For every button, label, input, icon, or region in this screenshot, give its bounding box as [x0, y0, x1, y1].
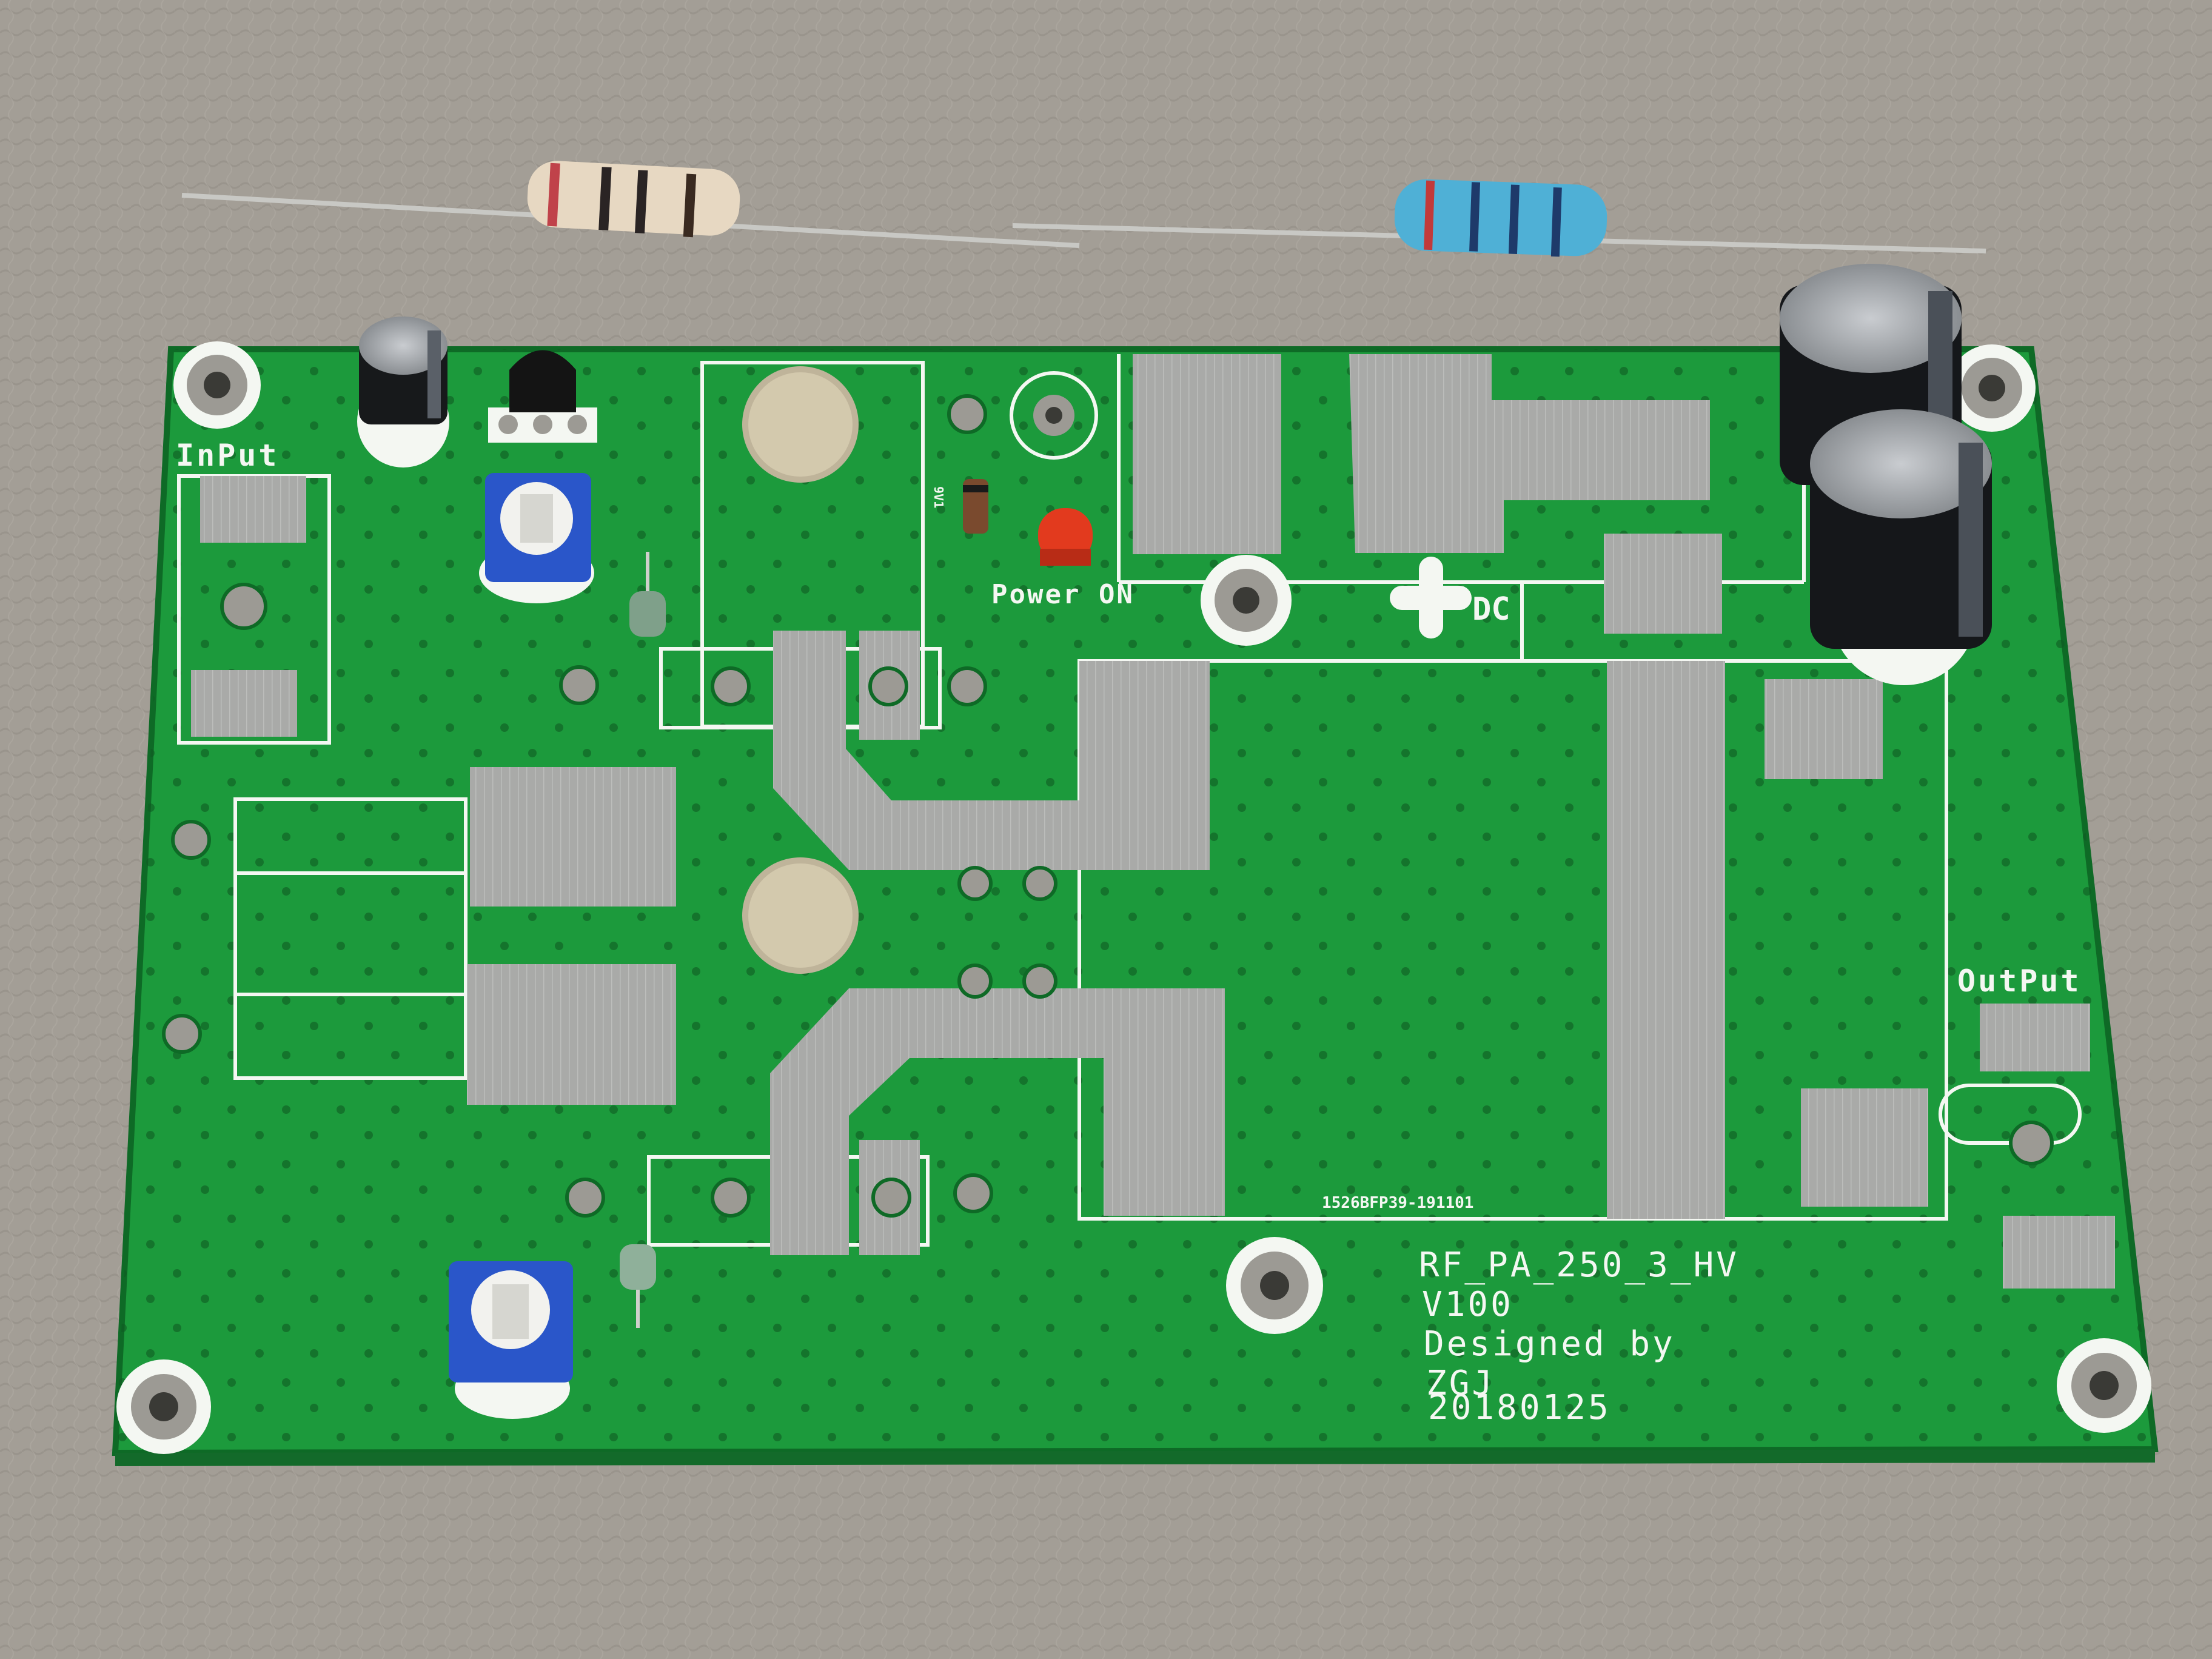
dc-plus-icon — [1390, 557, 1472, 638]
mounting-hole-icon — [116, 341, 2151, 1454]
board-title: RF_PA_250_3_HV — [1419, 1245, 1739, 1285]
trimmer-potentiometer-icon — [479, 473, 594, 603]
capacitor-icon — [357, 317, 449, 468]
dc-label: DC — [1472, 591, 1510, 628]
trimmer-potentiometer-icon — [449, 1261, 573, 1419]
capacitor-icon — [1810, 409, 1992, 685]
board-version: V100 — [1422, 1285, 1513, 1324]
diode-icon — [963, 479, 988, 534]
diode-label: 9V1 — [931, 486, 946, 508]
loose-resistor-blue — [1012, 179, 1986, 257]
output-label: OutPut — [1957, 964, 2082, 999]
inductor-small-icon — [629, 552, 666, 637]
copper-pads — [191, 354, 2115, 1289]
board-date: 20180125 — [1428, 1388, 1611, 1427]
silkscreen-text: InPut OutPut Power ON DC 9V1 1526BFP39-1… — [176, 438, 2082, 1427]
date-code: 1526BFP39-191101 — [1322, 1194, 1473, 1212]
loose-resistor-beige — [181, 161, 1080, 248]
board-author: ZGJ — [1426, 1364, 1495, 1403]
transistor-icon — [488, 350, 597, 443]
through-hole-pads — [162, 394, 2054, 1218]
input-label: InPut — [176, 438, 280, 473]
power-on-label: Power ON — [991, 579, 1134, 610]
board-credit: Designed by — [1424, 1324, 1675, 1364]
led-icon — [1038, 508, 1093, 566]
inductor-small-icon — [620, 1244, 656, 1328]
